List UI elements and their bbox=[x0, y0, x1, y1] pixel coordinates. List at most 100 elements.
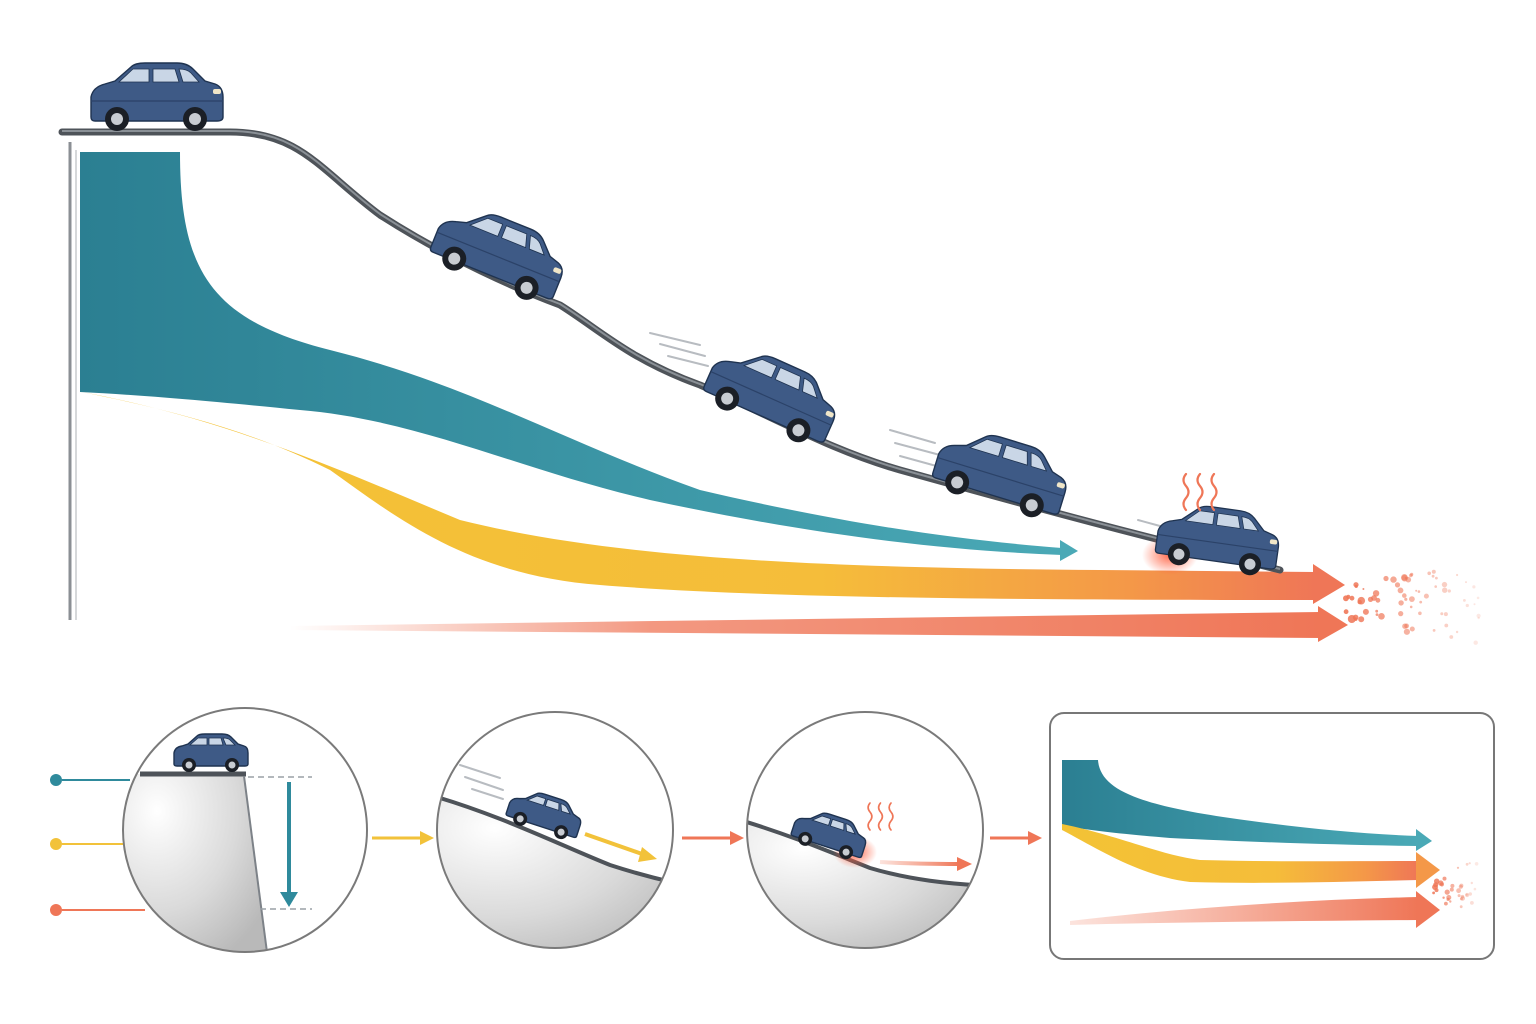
dissipation-dot bbox=[1375, 609, 1379, 613]
dissipation-dot bbox=[1343, 595, 1349, 602]
car-icon bbox=[90, 62, 224, 132]
dissipation-dot bbox=[1347, 615, 1356, 623]
dissipation-dot bbox=[1394, 582, 1401, 588]
dissipation-dot bbox=[1372, 590, 1380, 597]
dissipation-dot bbox=[1358, 616, 1365, 623]
dissipation-dot bbox=[1401, 574, 1408, 581]
dissipation-dot bbox=[1470, 901, 1474, 905]
dissipation-dot bbox=[1458, 884, 1463, 889]
summary-panel bbox=[1049, 712, 1495, 960]
dissipation-dot bbox=[1472, 585, 1476, 589]
summary-potential bbox=[1062, 760, 1418, 846]
dissipation-dot bbox=[1449, 635, 1454, 639]
dissipation-dot bbox=[1465, 581, 1467, 584]
speed-arrow bbox=[584, 832, 646, 857]
dissipation-dot bbox=[1403, 628, 1410, 635]
dissipation-dot bbox=[1427, 571, 1431, 576]
dissipation-dot bbox=[1434, 585, 1437, 588]
dissipation-dot bbox=[1476, 596, 1480, 600]
dissipation-dot bbox=[1457, 894, 1461, 898]
dissipation-dot bbox=[1465, 603, 1469, 608]
heat-arrow bbox=[879, 860, 961, 866]
dissipation-dot bbox=[1459, 897, 1463, 901]
dissipation-dot bbox=[1450, 883, 1455, 888]
dissipation-dot bbox=[1473, 887, 1477, 891]
dissipation-dot bbox=[1349, 595, 1355, 601]
dissipation-dot bbox=[1432, 629, 1436, 632]
dissipation-dot bbox=[1456, 888, 1461, 894]
car-icon bbox=[424, 196, 575, 311]
dissipation-dot bbox=[1409, 605, 1413, 609]
dissipation-dot bbox=[1357, 599, 1362, 605]
car-icon bbox=[928, 420, 1076, 526]
dissipation-dot bbox=[1442, 587, 1448, 593]
dissipation-dot bbox=[1362, 608, 1369, 615]
dissipation-dot bbox=[1444, 889, 1450, 895]
heat-waves-icon bbox=[1182, 472, 1218, 512]
dissipation-dot bbox=[1343, 609, 1349, 615]
dissipation-dot bbox=[1455, 630, 1459, 634]
dissipation-dot bbox=[1476, 613, 1481, 618]
legend-kinetic bbox=[50, 838, 128, 850]
dissipation-dot bbox=[1468, 862, 1471, 865]
dissipation-dot bbox=[1441, 581, 1448, 588]
dissipation-dot bbox=[1465, 893, 1468, 896]
dissipation-dot bbox=[1470, 881, 1474, 885]
stage-3-heat bbox=[746, 711, 984, 949]
legend-heat bbox=[50, 904, 145, 916]
dissipation-dot bbox=[1444, 623, 1449, 628]
summary-kinetic bbox=[1062, 824, 1418, 883]
potential-energy-flow bbox=[80, 152, 1062, 555]
kinetic-energy-flow bbox=[82, 392, 1315, 600]
dissipation-dot bbox=[1468, 892, 1473, 896]
dissipation-dot bbox=[1473, 640, 1478, 645]
dissipation-dot bbox=[1449, 900, 1452, 903]
car-icon bbox=[697, 336, 848, 454]
dissipation-dot bbox=[1435, 576, 1438, 580]
dissipation-dot bbox=[1354, 584, 1358, 589]
stage-1-potential bbox=[122, 707, 368, 953]
dissipation-dot bbox=[1371, 595, 1377, 601]
legend-potential bbox=[50, 774, 130, 786]
dissipation-dot bbox=[1449, 887, 1454, 892]
dissipation-dot bbox=[1456, 573, 1459, 577]
dissipation-dot bbox=[1415, 589, 1418, 592]
dissipation-dot bbox=[1362, 588, 1365, 590]
dissipation-dot bbox=[1409, 573, 1413, 578]
dissipation-dot bbox=[1402, 593, 1407, 598]
dissipation-dot bbox=[1439, 882, 1444, 887]
dissipation-dot bbox=[1418, 611, 1422, 616]
dissipation-dot bbox=[1433, 882, 1439, 888]
dissipation-dot bbox=[1431, 574, 1435, 578]
heat-energy-flow bbox=[290, 612, 1320, 638]
potential-arrow-head bbox=[1060, 540, 1078, 561]
dissipation-dot bbox=[1465, 862, 1469, 866]
dissipation-dot bbox=[1440, 612, 1444, 616]
dissipation-dot bbox=[1465, 892, 1470, 898]
dissipation-dot bbox=[1404, 597, 1408, 601]
dissipation-dot bbox=[1409, 626, 1415, 632]
dissipation-dot bbox=[1459, 883, 1464, 888]
dissipation-dot bbox=[1375, 597, 1381, 603]
dissipation-dot bbox=[1419, 600, 1423, 604]
dissipation-dot bbox=[1354, 617, 1358, 621]
dissipation-dot bbox=[1460, 896, 1465, 901]
dissipation-dot bbox=[1443, 612, 1448, 617]
summary-heat bbox=[1070, 897, 1418, 925]
dissipation-dot bbox=[1402, 623, 1408, 629]
stage-2-kinetic bbox=[436, 711, 674, 949]
dissipation-dots-icon bbox=[1432, 862, 1479, 909]
dissipation-dot bbox=[1417, 590, 1421, 593]
dissipation-dot bbox=[1463, 599, 1466, 602]
dissipation-dot bbox=[1423, 593, 1429, 599]
dissipation-dot bbox=[1459, 905, 1463, 909]
dissipation-dot bbox=[1434, 888, 1439, 893]
dissipation-dot bbox=[1431, 569, 1436, 574]
dissipation-dot bbox=[1456, 866, 1460, 869]
dissipation-dot bbox=[1398, 600, 1404, 606]
dissipation-dot bbox=[1442, 896, 1445, 899]
dissipation-dot bbox=[1442, 876, 1447, 881]
dissipation-dot bbox=[1432, 891, 1435, 895]
dissipation-dot bbox=[1383, 575, 1389, 582]
